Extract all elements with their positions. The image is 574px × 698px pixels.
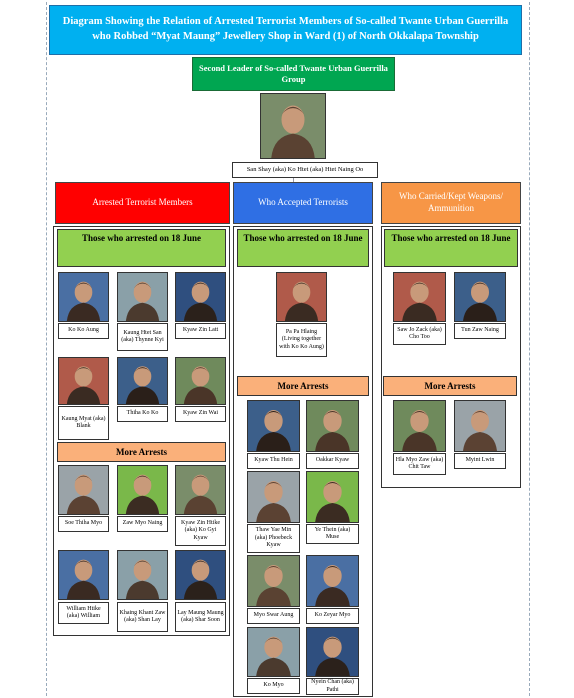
portrait-placeholder [59, 358, 108, 404]
leader-role-box: Second Leader of So-called Twante Urban … [192, 57, 395, 91]
connector-line [293, 178, 294, 182]
person-photo [117, 272, 168, 322]
page-margin-guides [46, 2, 530, 696]
person-name-label: Kaung Htet San (aka) Thynne Kyi [117, 323, 168, 351]
accepted-first-heading: Those who arrested on 18 June [237, 229, 369, 267]
person-name-label: Kaung Myat (aka) Blank [58, 406, 109, 440]
person-name-label: Hla Myo Zaw (aka) Chit Taw [393, 453, 446, 475]
person-photo [454, 272, 506, 322]
person-photo [247, 555, 300, 607]
person-name-label: Thaw Yae Min (aka) Phoebeck Kyaw [247, 524, 300, 553]
person-name-label: William Htike (aka) William [58, 602, 109, 624]
person-photo [306, 400, 359, 452]
person-name-label: Saw Jo Zack (aka) Cho Too [393, 323, 446, 345]
portrait-placeholder [248, 401, 299, 451]
portrait-placeholder [455, 273, 505, 321]
person-name-label: Ko Myo [247, 678, 300, 694]
person-photo [117, 550, 168, 600]
person-name-label: Tun Zaw Naing [454, 323, 506, 339]
person-photo [175, 357, 226, 405]
person-photo [306, 471, 359, 523]
person-photo [276, 272, 327, 322]
leader-name-label: San Shay (aka) Ko Htet (aka) Htet Naing … [232, 162, 378, 178]
portrait-placeholder [248, 472, 299, 522]
portrait-placeholder [307, 556, 358, 606]
person-photo [454, 400, 506, 452]
portrait-placeholder [118, 551, 167, 599]
weapons-first-heading: Those who arrested on 18 June [384, 229, 518, 267]
person-photo [117, 357, 168, 405]
person-photo [58, 550, 109, 600]
person-photo [175, 550, 226, 600]
person-name-label: Ko Zeyar Myo [306, 608, 359, 624]
arrested-first-heading: Those who arrested on 18 June [57, 229, 226, 267]
portrait-placeholder [248, 556, 299, 606]
person-photo [247, 400, 300, 452]
person-photo [117, 465, 168, 515]
category-accepted-terrorists: Who Accepted Terrorists [233, 182, 373, 224]
portrait-placeholder [176, 358, 225, 404]
person-name-label: Ye Thein (aka) Muse [306, 524, 359, 544]
person-photo [393, 400, 446, 452]
person-photo [58, 465, 109, 515]
person-photo [175, 272, 226, 322]
person-name-label: Kyaw Zin Latt [175, 323, 226, 339]
person-name-label: Zaw Myo Naing [117, 516, 168, 532]
person-name-label: Nyein Chan (aka) Pathi [306, 678, 359, 695]
portrait-placeholder [307, 628, 358, 676]
weapons-more-heading: More Arrests [383, 376, 517, 396]
category-weapons-ammunition: Who Carried/Kept Weapons/ Ammunition [381, 182, 521, 224]
person-photo [393, 272, 446, 322]
diagram-title: Diagram Showing the Relation of Arrested… [49, 5, 522, 55]
portrait-placeholder [277, 273, 326, 321]
person-name-label: Ko Ko Aung [58, 323, 109, 339]
accepted-more-heading: More Arrests [237, 376, 369, 396]
portrait-placeholder [118, 358, 167, 404]
portrait-placeholder [176, 466, 225, 514]
portrait-placeholder [59, 466, 108, 514]
leader-photo [260, 93, 326, 159]
person-photo [58, 272, 109, 322]
person-photo [306, 555, 359, 607]
person-photo [306, 627, 359, 677]
person-name-label: Myo Swar Aung [247, 608, 300, 624]
portrait-placeholder [118, 466, 167, 514]
person-photo [247, 627, 300, 677]
person-name-label: Lay Maung Maung (aka) Shar Soon [175, 602, 226, 632]
person-name-label: Kyaw Zin Wai [175, 406, 226, 422]
person-name-label: Pa Pa Hlaing (Living together with Ko Ko… [276, 323, 327, 357]
portrait-placeholder [118, 273, 167, 321]
person-name-label: Thiha Ko Ko [117, 406, 168, 422]
portrait-placeholder [307, 401, 358, 451]
portrait-placeholder [176, 551, 225, 599]
person-photo [175, 465, 226, 515]
person-name-label: Kyaw Zin Htike (aka) Ko Gyi Kyaw [175, 516, 226, 546]
person-photo [58, 357, 109, 405]
portrait-placeholder [59, 273, 108, 321]
portrait-placeholder [248, 628, 299, 676]
person-name-label: Oakkar Kyaw [306, 453, 359, 469]
portrait-placeholder [455, 401, 505, 451]
portrait-placeholder [261, 94, 325, 158]
person-name-label: Myint Lwin [454, 453, 506, 469]
portrait-placeholder [394, 273, 445, 321]
person-name-label: Kyaw Thu Hein [247, 453, 300, 469]
person-photo [247, 471, 300, 523]
portrait-placeholder [59, 551, 108, 599]
arrested-more-heading: More Arrests [57, 442, 226, 462]
portrait-placeholder [176, 273, 225, 321]
category-arrested-members: Arrested Terrorist Members [55, 182, 230, 224]
person-name-label: Khaing Khant Zaw (aka) Shan Lay [117, 602, 168, 632]
portrait-placeholder [307, 472, 358, 522]
portrait-placeholder [394, 401, 445, 451]
person-name-label: Soe Thiha Myo [58, 516, 109, 532]
